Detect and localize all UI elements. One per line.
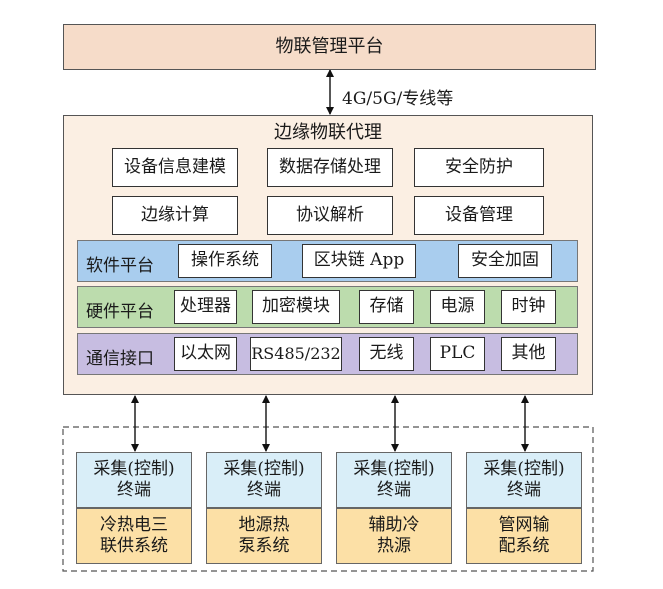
communication-interface-label: 通信接口	[86, 349, 154, 369]
item-label: 时钟	[511, 296, 546, 317]
hardware-item: 时钟	[501, 290, 556, 324]
system-label: 地源热 泵系统	[238, 514, 290, 556]
item-label: 其他	[511, 343, 546, 364]
item-label: 存储	[369, 296, 404, 317]
collector-label: 采集(控制) 终端	[483, 458, 565, 500]
software-item: 区块链 App	[302, 244, 416, 278]
collector-terminal: 采集(控制) 终端	[466, 452, 582, 508]
collector-terminal: 采集(控制) 终端	[206, 452, 322, 508]
function-label: 协议解析	[296, 204, 364, 225]
item-label: 区块链 App	[313, 250, 405, 271]
software-item: 操作系统	[178, 244, 272, 278]
software-platform-label: 软件平台	[86, 256, 154, 276]
item-label: 安全加固	[471, 250, 539, 271]
link-label: 4G/5G/专线等	[342, 89, 454, 109]
collector-terminal: 采集(控制) 终端	[336, 452, 452, 508]
item-label: 加密模块	[262, 296, 330, 317]
item-label: 无线	[369, 343, 404, 364]
function-box: 边缘计算	[112, 196, 238, 235]
iot-platform-box: 物联管理平台	[63, 24, 596, 70]
system-label: 辅助冷 热源	[368, 514, 420, 556]
function-box: 协议解析	[267, 196, 393, 235]
function-label: 设备管理	[445, 204, 513, 225]
controlled-system: 冷热电三 联供系统	[76, 508, 192, 564]
item-label: 电源	[440, 296, 475, 317]
item-label: 处理器	[180, 296, 231, 317]
function-box: 设备信息建模	[112, 148, 238, 187]
item-label: 以太网	[180, 343, 231, 364]
comm-item: 以太网	[174, 337, 237, 371]
software-item: 安全加固	[458, 244, 552, 278]
function-label: 数据存储处理	[279, 156, 381, 177]
hardware-item: 处理器	[174, 290, 237, 324]
comm-item: PLC	[430, 337, 485, 371]
function-box: 数据存储处理	[267, 148, 393, 187]
hardware-item: 电源	[430, 290, 485, 324]
item-label: 操作系统	[191, 250, 259, 271]
field-devices-dashed-boundary	[62, 426, 594, 572]
system-label: 冷热电三 联供系统	[100, 514, 168, 556]
collector-label: 采集(控制) 终端	[353, 458, 435, 500]
hardware-item: 存储	[359, 290, 414, 324]
collector-label: 采集(控制) 终端	[223, 458, 305, 500]
function-box: 安全防护	[414, 148, 544, 187]
function-box: 设备管理	[414, 196, 544, 235]
comm-item: 其他	[501, 337, 556, 371]
item-label: RS485/232	[251, 344, 341, 363]
comm-item: 无线	[359, 337, 414, 371]
comm-item: RS485/232	[250, 337, 342, 371]
collector-terminal: 采集(控制) 终端	[76, 452, 192, 508]
collector-label: 采集(控制) 终端	[93, 458, 175, 500]
item-label: PLC	[439, 343, 476, 364]
system-label: 管网输 配系统	[498, 514, 550, 556]
function-label: 安全防护	[445, 156, 513, 177]
function-label: 设备信息建模	[124, 156, 226, 177]
controlled-system: 地源热 泵系统	[206, 508, 322, 564]
hardware-item: 加密模块	[252, 290, 340, 324]
hardware-platform-label: 硬件平台	[86, 302, 154, 322]
controlled-system: 辅助冷 热源	[336, 508, 452, 564]
controlled-system: 管网输 配系统	[466, 508, 582, 564]
iot-platform-title: 物联管理平台	[275, 35, 384, 57]
function-label: 边缘计算	[141, 204, 209, 225]
edge-agent-title: 边缘物联代理	[274, 122, 382, 143]
